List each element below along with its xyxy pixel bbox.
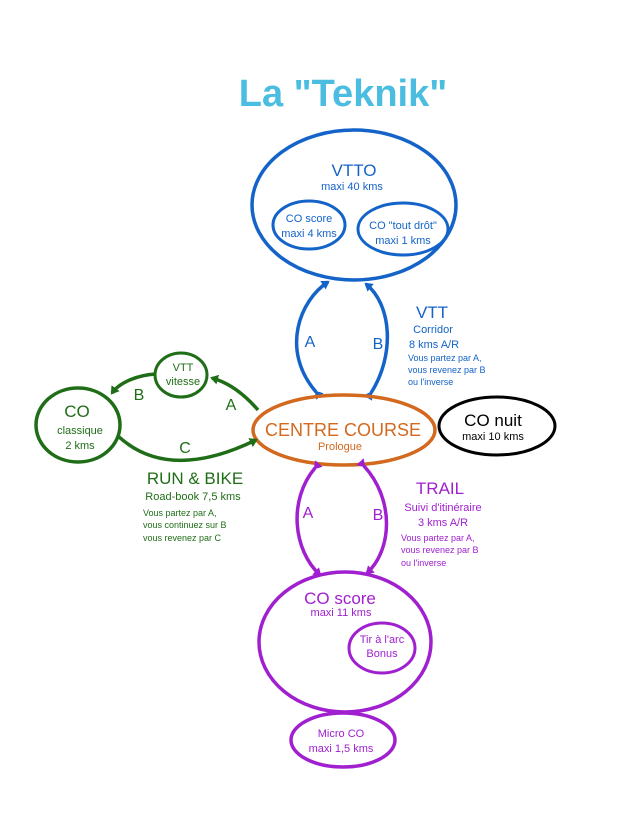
trail-distance: 3 kms A/R (418, 517, 468, 529)
vtto-ellipse (250, 128, 458, 282)
trail-note-2: vous revenez par B (401, 545, 479, 555)
co-classique-name: CO (64, 402, 90, 421)
vtt-path-name: VTT (416, 303, 448, 322)
vtto-distance: maxi 40 kms (321, 181, 383, 193)
run-bike-label-a: A (226, 397, 237, 414)
vtto-co-score-distance: maxi 4 kms (281, 228, 337, 240)
co-nuit-ellipse (437, 395, 557, 457)
run-bike-label-c: C (179, 440, 191, 457)
co-classique-ellipse (34, 386, 122, 464)
trail-label-b: B (373, 507, 384, 524)
tir-arc-ellipse (347, 621, 417, 675)
vtto-name: VTTO (331, 161, 376, 180)
vtt-path-note-2: vous revenez par B (408, 365, 486, 375)
trail-name: TRAIL (416, 479, 464, 498)
vtt-vitesse-line-2: vitesse (166, 376, 200, 388)
co-classique-sub: classique (57, 425, 103, 437)
vtto-tout-drot-name: CO "tout drôt" (369, 220, 437, 232)
run-bike-arrow-a (210, 374, 260, 412)
co-score-distance: maxi 11 kms (311, 607, 372, 619)
vtto-tout-drot-ellipse (356, 201, 450, 257)
trail-arrow-b (356, 458, 389, 575)
vtt-path-sub: Corridor (413, 324, 453, 336)
vtt-vitesse-line-1: VTT (173, 362, 194, 374)
run-bike-label-b: B (134, 387, 145, 404)
micro-co-ellipse (289, 711, 397, 769)
tir-arc-line-2: Bonus (366, 648, 398, 660)
co-nuit-distance: maxi 10 kms (462, 431, 524, 443)
run-bike-note-3: vous revenez par C (143, 533, 222, 543)
micro-co-distance: maxi 1,5 kms (309, 743, 374, 755)
micro-co-name: Micro CO (318, 728, 365, 740)
trail-label-a: A (303, 505, 314, 522)
vtt-label-a: A (305, 334, 316, 351)
trail-arrow-a (295, 460, 323, 577)
co-nuit-name: CO nuit (464, 411, 522, 430)
centre-course-name: CENTRE COURSE (265, 420, 421, 440)
co-classique-distance: 2 kms (65, 440, 95, 452)
run-bike-arrow-c (116, 434, 258, 463)
co-score-name: CO score (304, 589, 376, 608)
run-bike-name: RUN & BIKE (147, 469, 243, 488)
vtt-path-note-1: Vous partez par A, (408, 353, 482, 363)
run-bike-note-1: Vous partez par A, (143, 508, 217, 518)
vtto-co-score-ellipse (271, 199, 347, 251)
diagram-title: La "Teknik" (239, 73, 448, 115)
trail-note-3: ou l'inverse (401, 558, 446, 568)
centre-course-sub: Prologue (318, 441, 362, 453)
trail-sub: Suivi d'itinéraire (404, 502, 481, 514)
vtt-path-note-3: ou l'inverse (408, 377, 453, 387)
centre-course-ellipse (251, 393, 437, 467)
vtt-vitesse-ellipse (153, 351, 209, 399)
run-bike-note-2: vous continuez sur B (143, 520, 227, 530)
vtt-label-b: B (373, 336, 384, 353)
vtto-tout-drot-distance: maxi 1 kms (375, 235, 431, 247)
run-bike-arrow-b (110, 372, 157, 395)
vtt-arrow-a (294, 280, 330, 400)
run-bike-sub: Road-book 7,5 kms (145, 491, 241, 503)
tir-arc-line-1: Tir à l'arc (360, 634, 405, 646)
vtto-co-score-name: CO score (286, 213, 332, 225)
vtt-arrow-b (363, 282, 389, 401)
vtt-path-distance: 8 kms A/R (409, 339, 459, 351)
trail-note-1: Vous partez par A, (401, 533, 475, 543)
